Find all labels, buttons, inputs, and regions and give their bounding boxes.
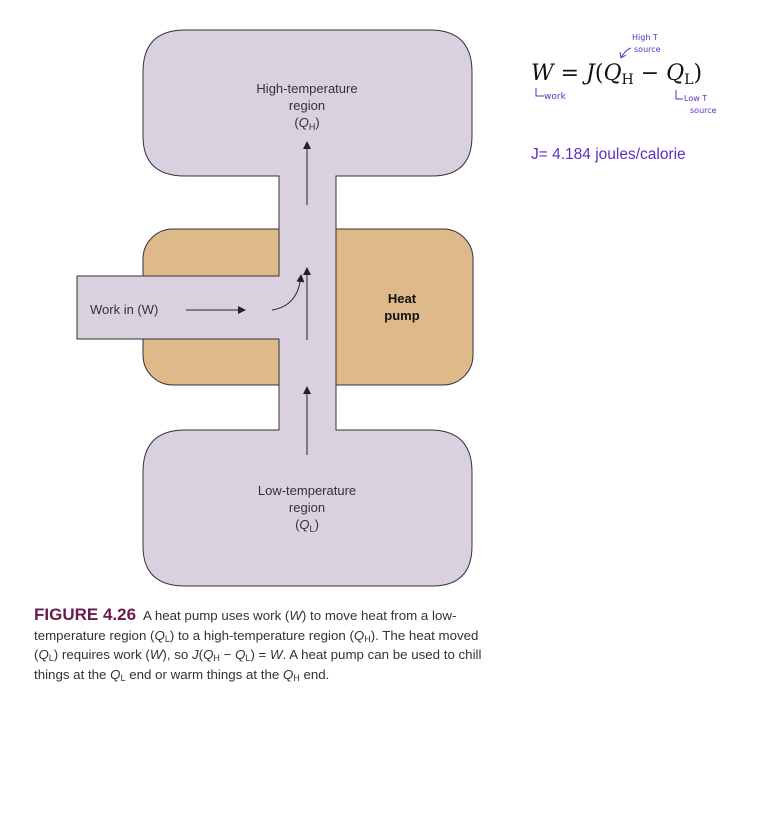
high-t-note-2: source xyxy=(634,45,661,54)
figure-caption: FIGURE 4.26 A heat pump uses work (W) to… xyxy=(34,605,482,683)
work-formula: W = J(QH − QL) xyxy=(531,61,702,88)
figure-label: FIGURE 4.26 xyxy=(34,605,137,624)
heat-pump-label-2: pump xyxy=(384,308,419,323)
work-merge-curve xyxy=(271,274,305,311)
heat-pump-label: Heat xyxy=(388,291,417,306)
high-region-label-2: region xyxy=(289,98,325,113)
high-region-symbol: (QH) xyxy=(294,115,319,132)
low-t-note-2: source xyxy=(690,106,717,115)
work-in-label: Work in (W) xyxy=(90,302,158,317)
j-constant-note: J= 4.184 joules/calorie xyxy=(531,146,686,163)
high-t-note: High T xyxy=(632,33,658,42)
low-region-label-2: region xyxy=(289,500,325,515)
heat-flow-region xyxy=(76,29,473,587)
low-t-note: Low T xyxy=(684,94,707,103)
work-note-hook xyxy=(535,88,544,97)
high-t-pointer xyxy=(620,47,632,59)
work-note: work xyxy=(544,92,567,102)
low-region-symbol: (QL) xyxy=(295,517,319,534)
high-region-label: High-temperature xyxy=(256,81,357,96)
low-t-hook xyxy=(675,90,683,100)
low-region-label: Low-temperature xyxy=(258,483,356,498)
